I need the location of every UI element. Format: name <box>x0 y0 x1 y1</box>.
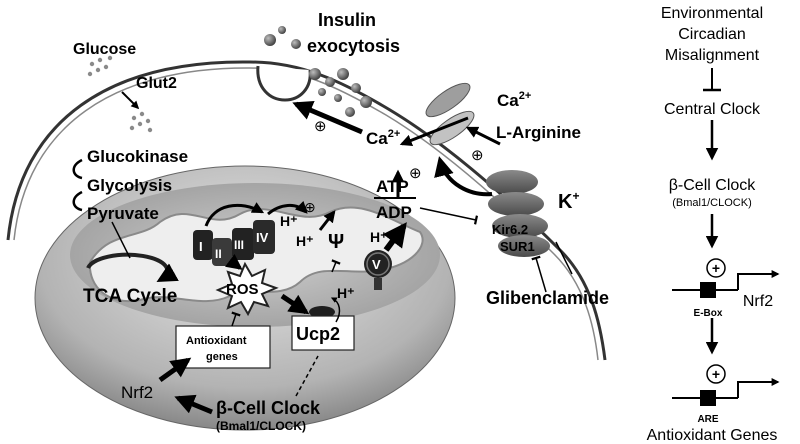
insulin-label-line2: exocytosis <box>307 36 400 56</box>
adp-label: ADP <box>376 203 412 222</box>
are-label: ARE <box>697 414 718 425</box>
h-plus-1: H⁺ <box>280 213 298 229</box>
ucp2-box <box>291 315 355 351</box>
complex-iv <box>253 220 275 254</box>
cell-arrows <box>72 91 573 415</box>
complex-i <box>193 230 213 260</box>
glucose-label: Glucose <box>73 41 136 58</box>
tca-cycle-arrow <box>86 252 179 282</box>
glucokinase-label: Glucokinase <box>87 147 188 166</box>
ucp2-label: Ucp2 <box>296 324 340 344</box>
are-plus-circle <box>706 364 726 384</box>
glut2-label: Glut2 <box>136 75 177 92</box>
plus-etc: ⊕ <box>304 199 316 215</box>
glycolysis-label: Glycolysis <box>87 176 172 195</box>
complex-iii-label: III <box>234 238 244 252</box>
ros-starburst <box>215 261 279 317</box>
complex-i-label: I <box>199 239 203 254</box>
complex-v <box>364 250 392 290</box>
kir62-label: Kir6.2 <box>492 222 528 237</box>
glucose-molecules <box>87 55 153 133</box>
env-line3: Misalignment <box>665 47 760 64</box>
psi-label: Ψ <box>328 231 344 253</box>
antioxidant-label-line2: genes <box>206 351 238 363</box>
sur1-label: SUR1 <box>500 239 535 254</box>
plus-larginine: ⊕ <box>471 147 484 164</box>
complex-v-label: V <box>372 257 381 272</box>
plus-exocytosis: ⊕ <box>314 118 327 135</box>
insulin-granules <box>264 26 372 117</box>
cell-labels: Glucose Glut2 Insulin exocytosis Ca2+ Ca… <box>73 10 609 308</box>
antioxidant-genes-box <box>175 325 271 369</box>
central-clock: Central Clock <box>664 101 761 118</box>
ebox-plus-circle <box>706 258 726 278</box>
pathway-bclock-sub: (Bmal1/CLOCK) <box>672 197 751 209</box>
insulin-label-line1: Insulin <box>318 10 376 30</box>
plus-channel: ⊕ <box>409 165 422 182</box>
h-plus-2: H⁺ <box>296 233 314 249</box>
glibenclamide-label: Glibenclamide <box>486 288 609 308</box>
atp-label: ATP <box>376 177 409 196</box>
nrf2-label: Nrf2 <box>121 383 153 402</box>
mito-labels: I II III IV V H⁺ H⁺ H⁺ H⁺ Ψ ROS TCA Cycl… <box>83 213 388 433</box>
pathway-nrf2: Nrf2 <box>743 293 773 310</box>
complex-ii-label: II <box>215 247 222 261</box>
k-plus-label: K+ <box>558 189 579 213</box>
are-block <box>700 390 716 406</box>
h-plus-4: H⁺ <box>337 285 355 301</box>
exocytosis-vesicle <box>256 65 312 102</box>
pyruvate-label: Pyruvate <box>87 204 159 223</box>
ca-top-label: Ca2+ <box>497 90 531 110</box>
h-plus-3: H⁺ <box>370 229 388 245</box>
katp-channel <box>486 170 550 257</box>
ebox-plus: + <box>712 260 720 276</box>
pathway-labels: Environmental Circadian Misalignment Cen… <box>647 5 778 444</box>
env-line2: Circadian <box>678 26 746 43</box>
complex-iii <box>232 228 254 260</box>
env-line1: Environmental <box>661 5 763 22</box>
ca-mid-label: Ca2+ <box>366 128 400 148</box>
complex-iv-label: IV <box>256 230 269 245</box>
ebox-label: E-Box <box>694 308 723 319</box>
antioxidant-label-line1: Antioxidant <box>186 335 247 347</box>
bclock-sub-label: (Bmal1/CLOCK) <box>216 419 306 433</box>
tca-label: TCA Cycle <box>83 286 177 307</box>
bclock-label: β-Cell Clock <box>216 398 321 418</box>
larginine-label: L-Arginine <box>496 123 581 142</box>
are-plus: + <box>712 366 720 382</box>
antioxidant-genes-label: Antioxidant Genes <box>647 427 778 444</box>
calcium-channel <box>425 82 475 146</box>
ros-label: ROS <box>226 281 259 298</box>
ebox-block <box>700 282 716 298</box>
pathway-bclock: β-Cell Clock <box>669 177 757 194</box>
